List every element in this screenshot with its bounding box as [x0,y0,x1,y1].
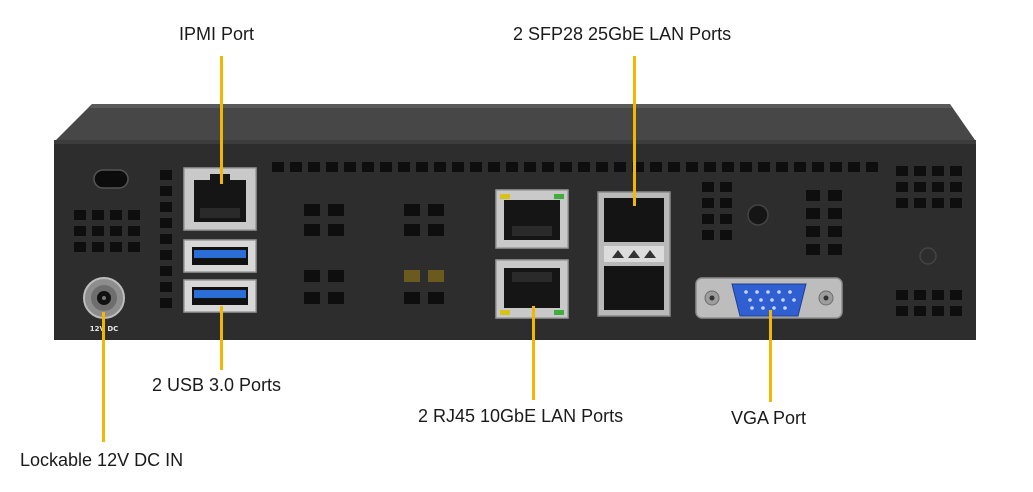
rj45-leader-line [532,306,535,400]
sfp28-cage [597,191,671,317]
vga-port-label: VGA Port [731,408,807,428]
rj45-10gbe-jack-lower [495,259,569,319]
ground-point [919,247,937,265]
ipmi-leader-line [220,56,223,184]
rj45-ports-label: 2 RJ45 10GbE LAN Ports [418,406,624,426]
usb-leader-line [220,306,223,370]
dc-power-jack [83,277,125,319]
dc-in-label: Lockable 12V DC IN [20,450,184,470]
kensington-lock-slot [93,169,129,189]
vga-leader-line [769,310,772,402]
usb-port-upper [183,239,257,273]
left-vent-grid [74,170,172,308]
vga-connector [695,277,843,319]
usb-ports-label: 2 USB 3.0 Ports [152,375,282,395]
chassis-screw-hole [747,204,769,226]
center-vent-blocks [304,204,444,304]
ipmi-port-label: IPMI Port [179,24,255,44]
sfp28-ports-label: 2 SFP28 25GbE LAN Ports [513,24,732,44]
right-vent-grid [702,166,962,316]
chassis-top-lid [56,104,975,140]
top-vent-row [272,162,878,172]
rj45-10gbe-jack-upper [495,189,569,249]
sfp-leader-line [633,56,636,206]
dc-leader-line [102,312,105,442]
